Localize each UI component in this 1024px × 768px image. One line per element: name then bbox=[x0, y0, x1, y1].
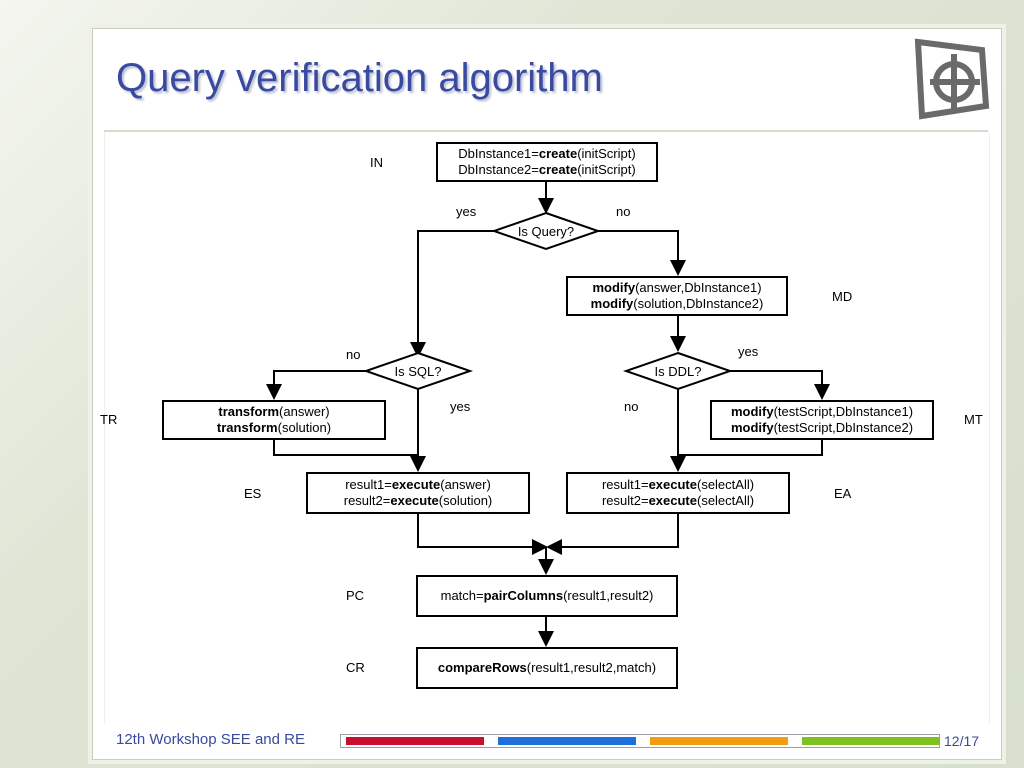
transform-box: transform(answer) transform(solution) bbox=[162, 400, 386, 440]
is-ddl-no-label: no bbox=[624, 399, 639, 414]
compare-rows-box: compareRows(result1,result2,match) bbox=[416, 647, 678, 689]
is-ddl-yes-label: yes bbox=[738, 344, 759, 359]
is-ddl-text: Is DDL? bbox=[654, 364, 702, 379]
is-sql-yes-label: yes bbox=[450, 399, 471, 414]
step-label-ea: EA bbox=[834, 486, 852, 501]
step-label-tr: TR bbox=[100, 412, 118, 427]
execute-all-box: result1=execute(selectAll) result2=execu… bbox=[566, 472, 790, 514]
modify-box: modify(answer,DbInstance1) modify(soluti… bbox=[566, 276, 788, 316]
is-query-yes-label: yes bbox=[456, 204, 477, 219]
step-label-cr: CR bbox=[346, 660, 365, 675]
init-box: DbInstance1=create(initScript) DbInstanc… bbox=[436, 142, 658, 182]
is-ddl-diamond bbox=[622, 351, 734, 391]
is-query-text: Is Query? bbox=[517, 224, 575, 239]
footer-text: 12th Workshop SEE and RE bbox=[116, 731, 305, 748]
step-label-es: ES bbox=[244, 486, 262, 501]
step-label-mt: MT bbox=[964, 412, 983, 427]
is-sql-diamond bbox=[362, 351, 474, 391]
university-logo-icon bbox=[914, 38, 990, 120]
is-query-no-label: no bbox=[616, 204, 631, 219]
footer-bar-orange bbox=[650, 737, 788, 745]
page-number: 12/17 bbox=[944, 733, 980, 749]
footer-bar-red bbox=[346, 737, 484, 745]
step-label-md: MD bbox=[832, 289, 853, 304]
is-query-diamond bbox=[490, 211, 602, 251]
pair-columns-box: match=pairColumns(result1,result2) bbox=[416, 575, 678, 617]
diagram-area bbox=[104, 132, 990, 724]
step-label-pc: PC bbox=[346, 588, 365, 603]
footer-bar-blue bbox=[498, 737, 636, 745]
modify-test-box: modify(testScript,DbInstance1) modify(te… bbox=[710, 400, 934, 440]
footer-bar-green bbox=[802, 737, 940, 745]
slide-title: Query verification algorithm bbox=[116, 56, 603, 100]
title-band bbox=[104, 36, 988, 132]
is-sql-no-label: no bbox=[346, 347, 361, 362]
is-sql-text: Is SQL? bbox=[394, 364, 442, 379]
step-label-in: IN bbox=[370, 155, 383, 170]
execute-sql-box: result1=execute(answer) result2=execute(… bbox=[306, 472, 530, 514]
